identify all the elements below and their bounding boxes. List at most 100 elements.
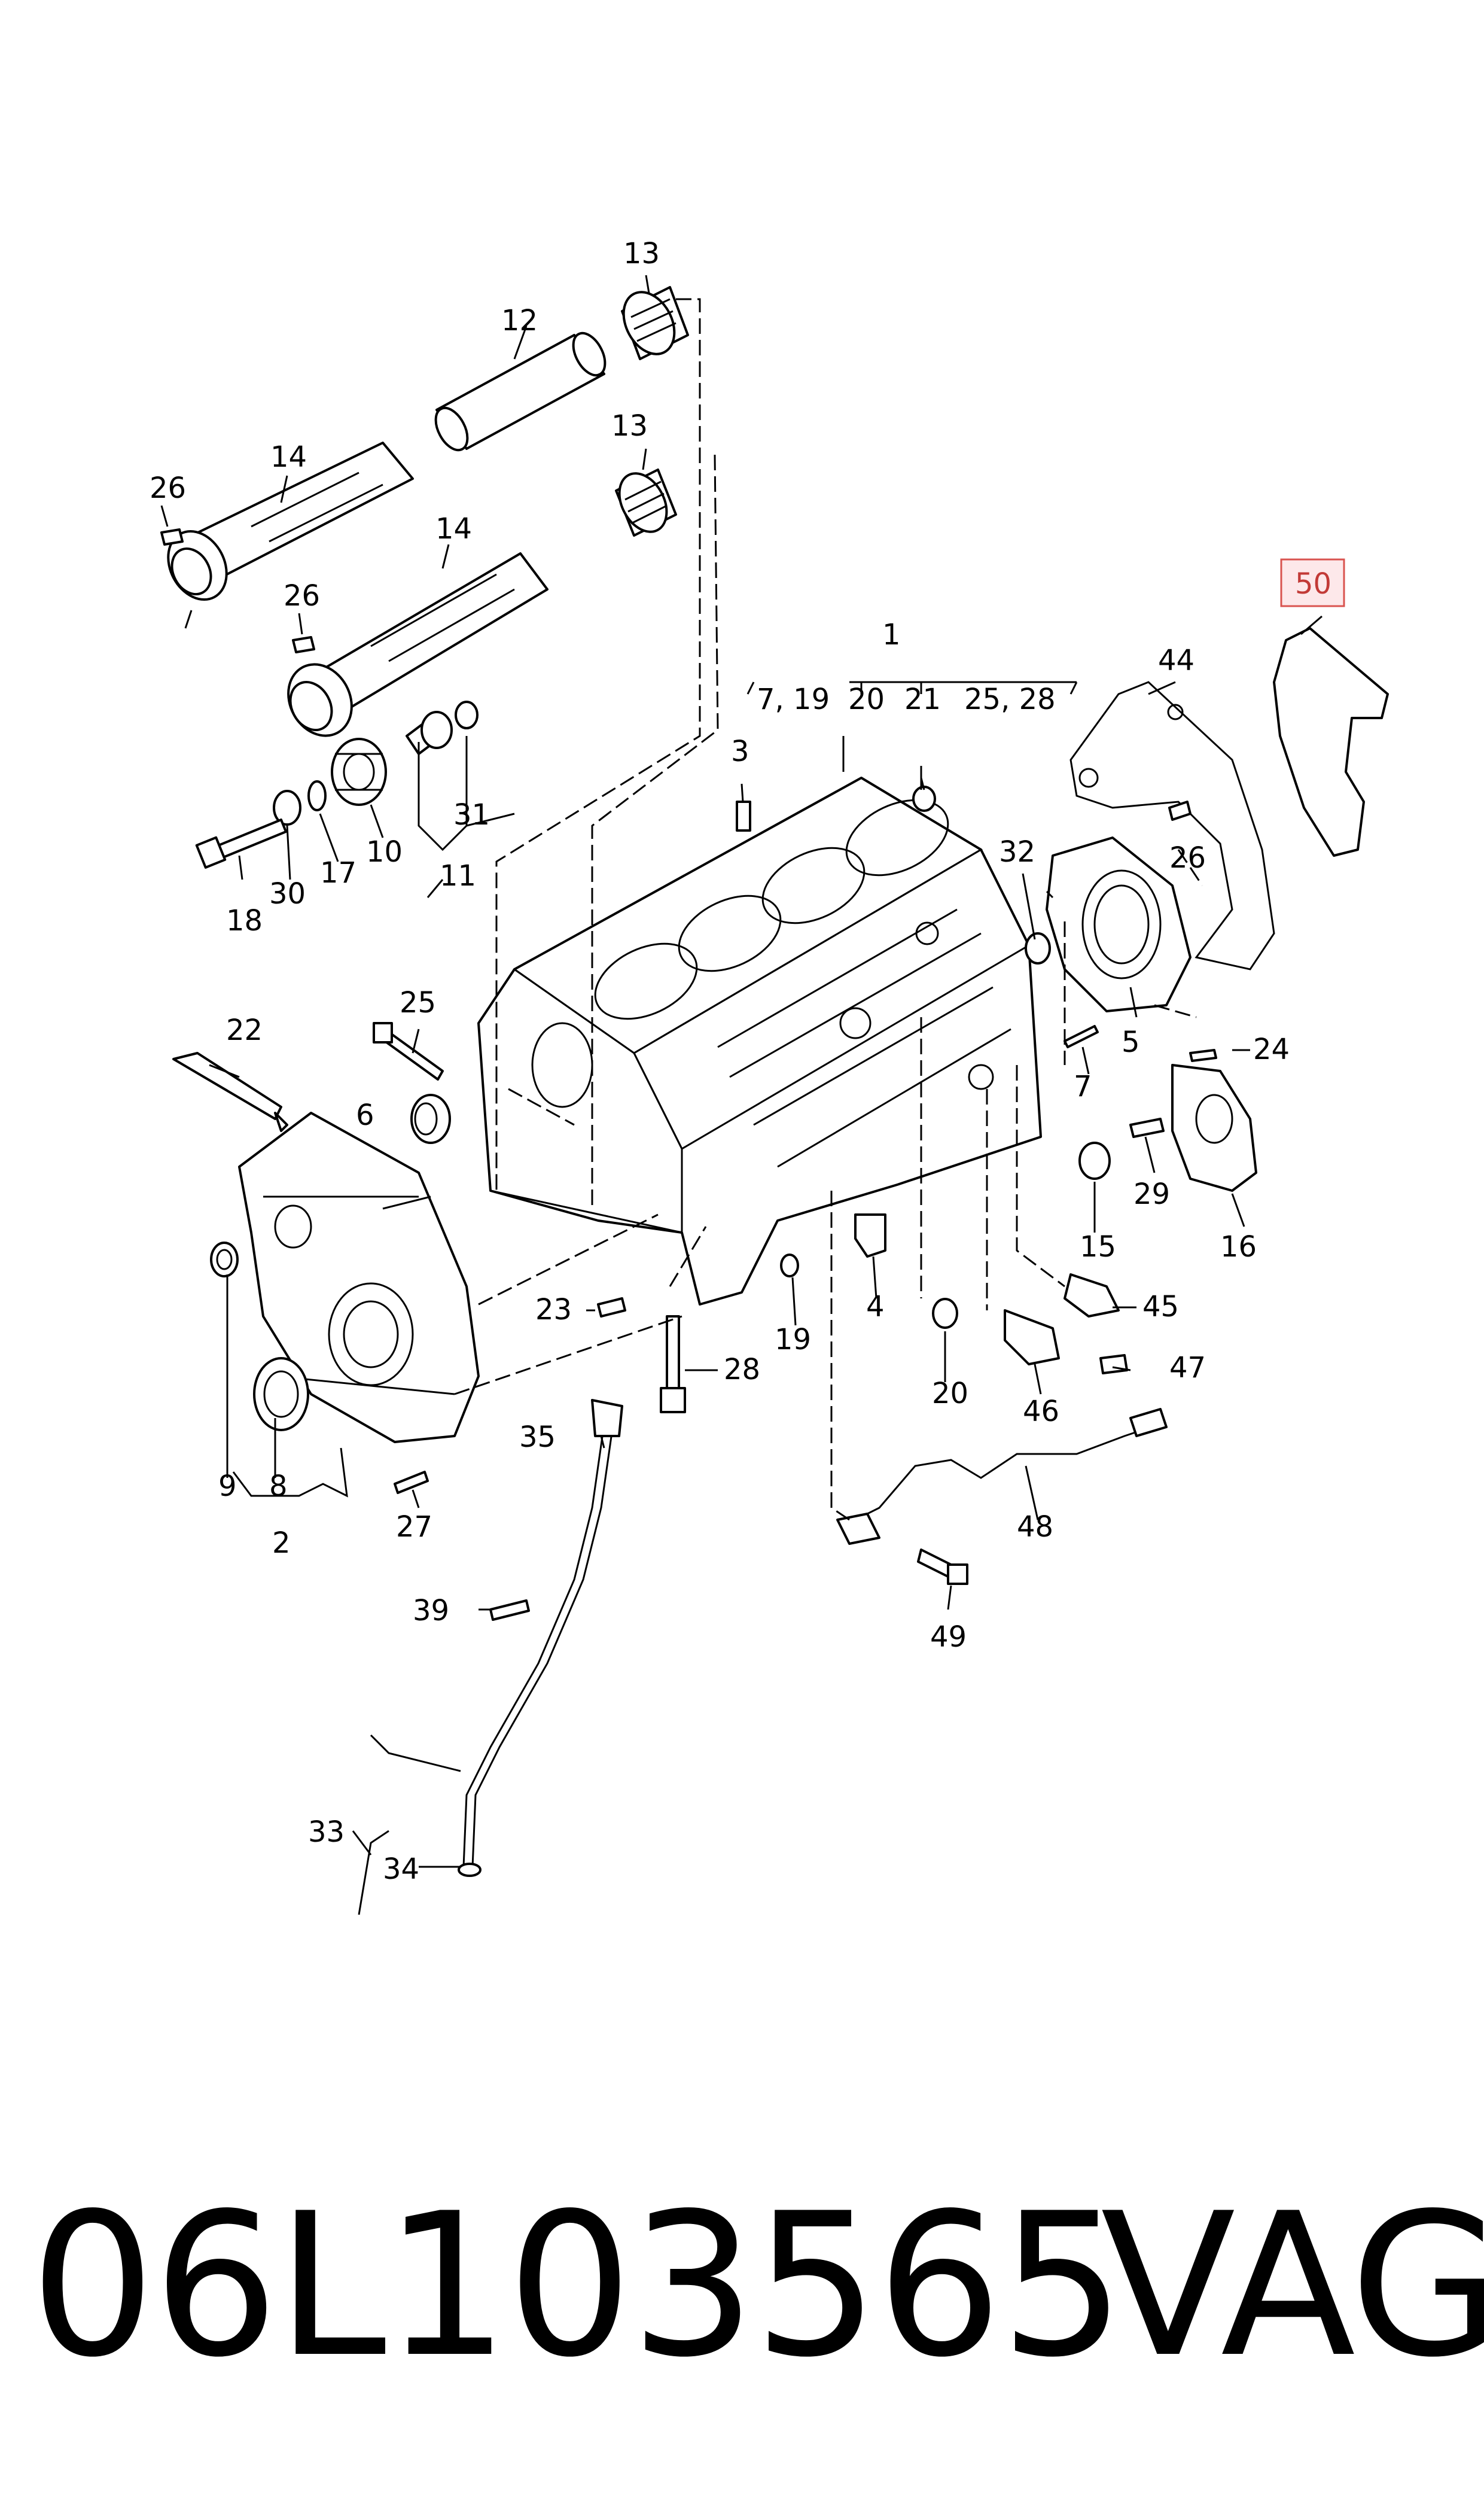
balance-shaft-assembly bbox=[160, 286, 689, 869]
intermediate-plate bbox=[1069, 681, 1275, 971]
callout-20-lower: 20 bbox=[932, 1377, 968, 1410]
callout-17: 17 bbox=[320, 856, 356, 890]
dashed-guides bbox=[454, 298, 1203, 1521]
oil-jet-4 bbox=[854, 1213, 886, 1258]
plug-20-lower bbox=[932, 1298, 958, 1329]
callout-21: 21 bbox=[904, 683, 941, 716]
callout-20-top: 20 bbox=[848, 683, 885, 716]
callout-26-middle: 26 bbox=[284, 579, 320, 613]
bolt-29 bbox=[1129, 1118, 1165, 1138]
callout-14-upper: 14 bbox=[270, 440, 307, 474]
bolt-39 bbox=[489, 1599, 530, 1621]
callout-9: 9 bbox=[218, 1470, 237, 1503]
bolt-26-middle bbox=[292, 636, 315, 653]
callout-16: 16 bbox=[1220, 1230, 1257, 1264]
callout-24: 24 bbox=[1253, 1033, 1290, 1066]
callout-32: 32 bbox=[999, 835, 1035, 869]
callout-2: 2 bbox=[272, 1526, 291, 1560]
callout-4: 4 bbox=[866, 1290, 885, 1324]
callout-13-lower: 13 bbox=[611, 409, 648, 443]
callout-39: 39 bbox=[413, 1594, 449, 1627]
callout-35: 35 bbox=[519, 1420, 556, 1454]
callout-47: 47 bbox=[1169, 1351, 1206, 1385]
callout-6: 6 bbox=[356, 1099, 374, 1132]
drive-gear bbox=[331, 738, 387, 806]
bolt-24 bbox=[1189, 1049, 1217, 1062]
pin-23 bbox=[597, 1297, 626, 1318]
callout-5: 5 bbox=[1122, 1026, 1140, 1059]
part-number: 06L103565 bbox=[30, 2171, 1126, 2401]
callout-34: 34 bbox=[383, 1852, 419, 1886]
pin-7 bbox=[1064, 1025, 1099, 1048]
callout-44: 44 bbox=[1158, 644, 1194, 677]
washer-30 bbox=[273, 790, 301, 826]
callout-7-19: 7, 19 bbox=[757, 683, 830, 716]
bolt-49 bbox=[917, 1548, 968, 1585]
bolt-26-rear bbox=[1168, 801, 1192, 821]
sealant-tube bbox=[172, 1052, 288, 1132]
callout-1: 1 bbox=[882, 618, 901, 652]
callout-49: 49 bbox=[930, 1620, 967, 1654]
callout-45: 45 bbox=[1142, 1290, 1179, 1324]
callout-15: 15 bbox=[1080, 1230, 1116, 1264]
callout-7: 7 bbox=[1074, 1070, 1092, 1103]
callout-13-upper: 13 bbox=[623, 237, 660, 270]
timing-cover bbox=[238, 1112, 480, 1443]
oil-dipstick bbox=[458, 1399, 623, 1877]
leader-lines bbox=[160, 275, 1323, 1915]
seal-ring-6 bbox=[410, 1094, 451, 1144]
callout-25-28: 25, 28 bbox=[964, 683, 1056, 716]
callout-28: 28 bbox=[724, 1353, 760, 1386]
bolt-28 bbox=[660, 1315, 686, 1413]
bolt-26-upper bbox=[160, 528, 184, 546]
wiring-harness-48 bbox=[836, 1408, 1168, 1545]
callout-26-rear: 26 bbox=[1169, 841, 1206, 875]
balance-shaft-upper bbox=[167, 442, 414, 601]
callout-31: 31 bbox=[453, 798, 490, 832]
seal-32 bbox=[1025, 932, 1051, 965]
seal-9 bbox=[210, 1242, 239, 1277]
needle-bearing-upper bbox=[621, 286, 689, 360]
callout-19: 19 bbox=[775, 1323, 811, 1356]
callout-27: 27 bbox=[396, 1510, 432, 1544]
callout-25: 25 bbox=[400, 986, 436, 1020]
intermediate-tube bbox=[434, 331, 607, 452]
callout-3: 3 bbox=[731, 735, 749, 768]
pin-3 bbox=[736, 801, 751, 832]
callout-50-highlighted: 50 bbox=[1295, 567, 1331, 601]
thrust-washer-17 bbox=[307, 780, 327, 811]
crankshaft-seal-8 bbox=[253, 1357, 309, 1431]
callout-18: 18 bbox=[226, 904, 263, 938]
callout-22: 22 bbox=[226, 1014, 263, 1047]
callout-33: 33 bbox=[308, 1815, 345, 1849]
callout-26-upper: 26 bbox=[150, 471, 186, 505]
highlight-box-50 bbox=[1280, 558, 1345, 607]
callout-46: 46 bbox=[1023, 1395, 1059, 1428]
sensor-45 bbox=[1064, 1273, 1120, 1318]
rear-cover-part-50 bbox=[1273, 627, 1389, 857]
callout-12: 12 bbox=[501, 304, 538, 337]
oil-pump-cover-16 bbox=[1171, 1064, 1257, 1192]
callout-29: 29 bbox=[1133, 1178, 1170, 1211]
callout-14-lower: 14 bbox=[435, 512, 472, 546]
callout-30: 30 bbox=[269, 877, 306, 911]
intermediate-shaft-11 bbox=[406, 711, 453, 755]
plug-21 bbox=[912, 786, 936, 812]
gear-15 bbox=[1078, 1142, 1111, 1180]
plug-19 bbox=[780, 1254, 799, 1277]
bolt-18 bbox=[195, 819, 287, 869]
callout-48: 48 bbox=[1017, 1510, 1053, 1544]
callout-8: 8 bbox=[269, 1470, 288, 1503]
callout-11: 11 bbox=[440, 859, 476, 893]
brand-name: VAG bbox=[1101, 2171, 1484, 2401]
balance-shaft-lower bbox=[287, 552, 548, 737]
bolt-27 bbox=[394, 1471, 429, 1494]
cylinder-block bbox=[477, 777, 1042, 1306]
bolt-47 bbox=[1099, 1354, 1128, 1374]
sensor-46 bbox=[1004, 1309, 1060, 1365]
o-ring-31 bbox=[455, 701, 479, 729]
callout-23: 23 bbox=[535, 1293, 572, 1327]
bolt-25 bbox=[373, 1022, 444, 1081]
needle-bearing-lower bbox=[615, 468, 677, 537]
